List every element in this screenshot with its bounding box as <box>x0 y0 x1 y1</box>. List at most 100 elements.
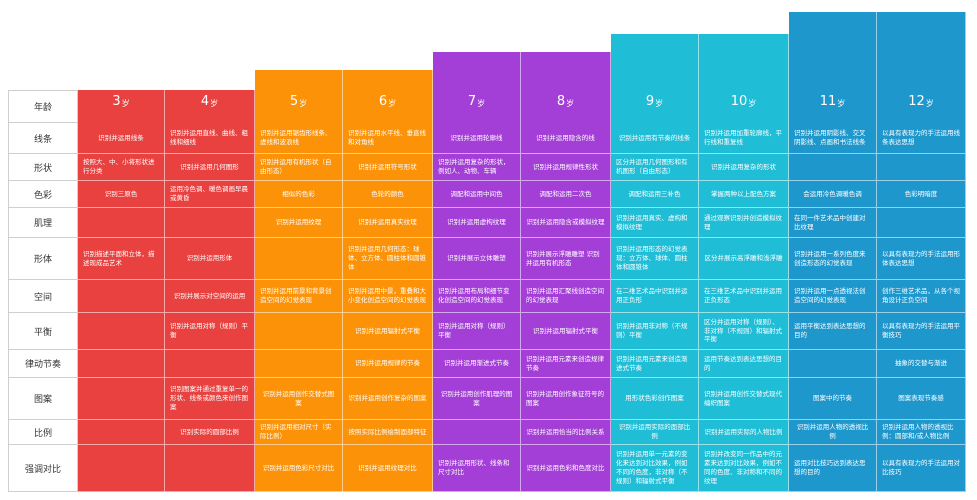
skill-cell: 识别并运用人物的透视比例：圆部和/或人物比例 <box>877 420 966 445</box>
skill-cell: 识别并展示浮雕雕塑 识别并运用有机形态 <box>521 238 611 280</box>
age-unit: 岁 <box>210 99 219 108</box>
skill-cell: 识别并运用水平线、垂直线和对角线 <box>343 123 433 154</box>
row-label: 色彩 <box>8 181 78 208</box>
skill-cell: 识别并运用汇聚线创造空间的幻觉表现 <box>521 280 611 313</box>
row-label: 空间 <box>8 280 78 313</box>
skill-cell: 识别并运用渐进式节奏 <box>433 350 521 378</box>
skill-cell: 识别并运用中景，重叠和大小变化创造空间的幻觉表现 <box>343 280 433 313</box>
skill-cell: 识别并运用有机形状（自由形态） <box>255 154 343 181</box>
skill-cell: 识别并运用加重轮廓线，平行线和重复线 <box>699 123 789 154</box>
row-label: 形状 <box>8 154 78 181</box>
skill-cell <box>78 280 165 313</box>
age-number: 12 <box>908 94 925 109</box>
skill-cell: 识别三原色 <box>78 181 165 208</box>
skill-cell: 通过观察识别并创造模拟纹理 <box>699 208 789 238</box>
skill-cell: 识别并运用恰当的比例关系 <box>521 420 611 445</box>
skill-cell <box>433 420 521 445</box>
age-unit: 岁 <box>655 99 664 108</box>
skill-cell <box>789 154 877 181</box>
skill-cell: 图案表现节奏感 <box>877 378 966 420</box>
skill-cell: 识别并改变同一作品中的元素来达到对比效果，例如不同的色度、非对称和不同的纹理 <box>699 445 789 492</box>
skill-cell <box>165 350 255 378</box>
skill-cell <box>255 350 343 378</box>
age-unit: 岁 <box>477 99 486 108</box>
skill-cell: 识别并运用直线、曲线、粗线和细线 <box>165 123 255 154</box>
skill-cell: 识别并运用锯齿形线条、虚线和波浪线 <box>255 123 343 154</box>
age-unit: 岁 <box>837 99 846 108</box>
row-label: 律动节奏 <box>8 350 78 378</box>
row-label: 线条 <box>8 123 78 154</box>
skill-cell: 区分并展示高浮雕和浅浮雕 <box>699 238 789 280</box>
skill-cell: 识别并运用创作肌理的图案 <box>433 378 521 420</box>
skill-cell: 识别并运用线条 <box>78 123 165 154</box>
skill-cell: 识别图案并通过重复单一的形状、线条或颜色来创作图案 <box>165 378 255 420</box>
skill-cell <box>165 208 255 238</box>
skill-cell: 识别并运用符号形状 <box>343 154 433 181</box>
skill-cell: 运用节奏达到表达思想的目的 <box>699 350 789 378</box>
skill-cell: 识别并运用轮廓线 <box>433 123 521 154</box>
age-unit: 岁 <box>388 99 397 108</box>
age-unit: 岁 <box>925 99 934 108</box>
skill-cell: 识别并运用实际的面部比例 <box>611 420 699 445</box>
skill-cell <box>789 350 877 378</box>
skill-cell: 运用冷色调、暖色调画早晨或黄昏 <box>165 181 255 208</box>
age-number: 10 <box>730 94 748 109</box>
skill-cell: 识别并运用纹理对比 <box>343 445 433 492</box>
skill-cell: 识别并运用规律的节奏 <box>343 350 433 378</box>
skill-cell: 调配和运用二次色 <box>521 181 611 208</box>
skill-cell: 识别并运用对称（规则）平衡 <box>433 313 521 350</box>
skill-cell: 运用平衡达到表达思想的目的 <box>789 313 877 350</box>
skill-cell: 按照大、中、小将形状进行分类 <box>78 154 165 181</box>
skill-cell: 识别并运用虚构纹理 <box>433 208 521 238</box>
skill-cell: 在同一件艺术品中创建对比纹理 <box>789 208 877 238</box>
skill-cell: 以具有表现力的手法运用形体表达思想 <box>877 238 966 280</box>
skill-cell: 在三维艺术品中识别并运用正负形态 <box>699 280 789 313</box>
age-unit: 岁 <box>121 99 130 108</box>
skill-cell: 识别并展示立体雕塑 <box>433 238 521 280</box>
row-label: 平衡 <box>8 313 78 350</box>
age-unit: 岁 <box>748 99 757 108</box>
skill-cell <box>78 420 165 445</box>
skill-cell: 识别并运用隐含的线 <box>521 123 611 154</box>
skill-cell: 识别并运用形状、线条和尺寸对比 <box>433 445 521 492</box>
skill-cell: 识别并运用辐射式平衡 <box>521 313 611 350</box>
skill-cell <box>78 313 165 350</box>
skill-cell: 识别并运用色彩尺寸对比 <box>255 445 343 492</box>
skill-cell: 识别并运用隐含或模拟纹理 <box>521 208 611 238</box>
skill-cell: 识别并运用布局和细节变化创造空间的幻觉表现 <box>433 280 521 313</box>
skill-cell <box>78 208 165 238</box>
skill-cell: 识别并运用一系列色度来创造形态的幻觉表现 <box>789 238 877 280</box>
skill-cell: 识别并运用实际的人物比例 <box>699 420 789 445</box>
skill-cell: 识别并运用色彩和色度对比 <box>521 445 611 492</box>
skill-cell: 识别并运用创作象征符号的图案 <box>521 378 611 420</box>
age-number: 5 <box>289 94 299 109</box>
skill-cell: 以具有表现力的手法运用线条表达思想 <box>877 123 966 154</box>
skill-cell: 识别并运用真实、虚构和模拟纹理 <box>611 208 699 238</box>
age-number: 8 <box>556 94 566 109</box>
age-number: 3 <box>112 94 121 109</box>
skill-cell: 按照实际比例绘制面部特征 <box>343 420 433 445</box>
skill-cell: 识别并运用形体 <box>165 238 255 280</box>
skill-cell: 识别并运用元素来创造渐进式节奏 <box>611 350 699 378</box>
skill-cell: 相似的色彩 <box>255 181 343 208</box>
row-label: 比例 <box>8 420 78 445</box>
skill-cell: 会运用冷色调暖色调 <box>789 181 877 208</box>
skill-cell: 识别实际的圆部比例 <box>165 420 255 445</box>
skill-cell: 识别并运用一点透视法创造空间的幻觉表现 <box>789 280 877 313</box>
skill-cell: 识别并运用创作交替式图案 <box>255 378 343 420</box>
skill-cell: 识别并运用对称（规则）平衡 <box>165 313 255 350</box>
age-unit: 岁 <box>299 99 308 108</box>
skill-cell: 图案中的节奏 <box>789 378 877 420</box>
skill-cell: 识别并运用非对称（不规则）平衡 <box>611 313 699 350</box>
